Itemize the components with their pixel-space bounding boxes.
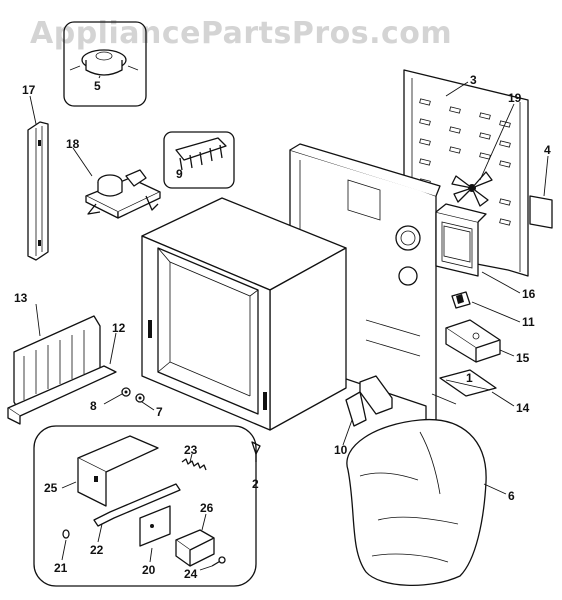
callout-8: 8 — [90, 399, 97, 413]
part-15-bracket — [445, 319, 501, 363]
leader-lines — [29, 75, 549, 571]
callout-3: 3 — [470, 73, 477, 87]
callout-26: 26 — [200, 501, 214, 515]
callout-19: 19 — [508, 91, 522, 105]
part-9-inset — [163, 131, 235, 189]
callout-12: 12 — [112, 321, 126, 335]
callout-21: 21 — [54, 561, 68, 575]
part-12-trim-strip — [7, 365, 117, 425]
part-16-vent-duct — [435, 203, 487, 277]
part-5-inset — [63, 21, 147, 107]
part-4-cover-plate — [529, 195, 553, 229]
part-11-clip — [451, 291, 471, 309]
callout-25: 25 — [44, 481, 58, 495]
callout-4: 4 — [544, 143, 551, 157]
part-19-fan-blade — [451, 171, 493, 207]
callout-6: 6 — [508, 489, 515, 503]
callout-14: 14 — [516, 401, 530, 415]
part-6-insulation-blanket — [346, 418, 487, 587]
callout-5: 5 — [94, 79, 101, 93]
callout-24: 24 — [184, 567, 198, 581]
part-18-door-lock-motor — [85, 169, 161, 219]
callout-15: 15 — [516, 351, 530, 365]
door-lock-switch-inset — [33, 425, 257, 587]
callout-11: 11 — [522, 315, 535, 329]
callout-18: 18 — [66, 137, 80, 151]
callout-1: 1 — [466, 371, 473, 385]
callout-17: 17 — [22, 83, 36, 97]
part-7-screw — [135, 393, 145, 403]
watermark-text: AppliancePartsPros.com — [30, 16, 452, 51]
part-10-door-latch — [345, 375, 393, 427]
part-8-screw — [121, 387, 131, 397]
callout-2: 2 — [252, 477, 259, 491]
callout-7: 7 — [156, 405, 163, 419]
callout-10: 10 — [334, 443, 348, 457]
part-14-trim-strip — [439, 369, 497, 397]
callout-16: 16 — [522, 287, 536, 301]
callout-numbers: 1 2 3 4 5 6 7 8 9 10 11 12 13 14 15 16 1… — [14, 73, 551, 581]
callout-23: 23 — [184, 443, 198, 457]
callout-13: 13 — [14, 291, 28, 305]
callout-22: 22 — [90, 543, 104, 557]
callout-20: 20 — [142, 563, 156, 577]
callout-9: 9 — [176, 167, 183, 181]
oven-cavity-liner — [141, 197, 347, 431]
part-17-side-bracket — [27, 121, 49, 261]
